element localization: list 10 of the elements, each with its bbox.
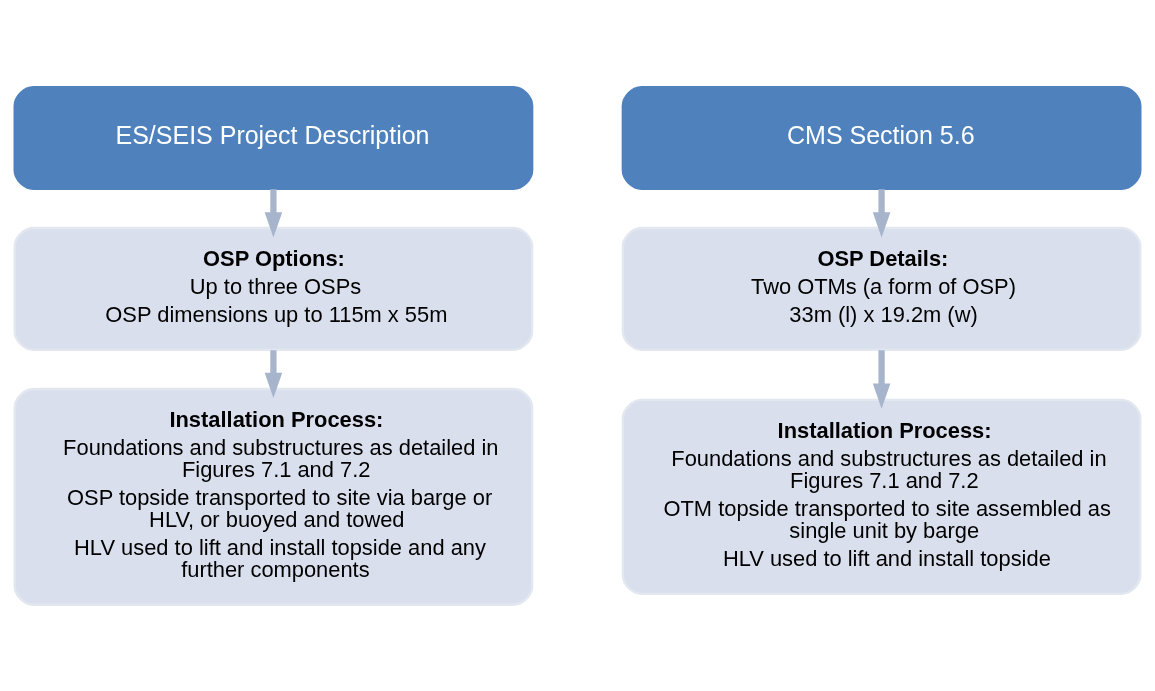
node-box: OSP Options: Up to three OSPs OSP dimensions up to 115m x 55m bbox=[13, 226, 534, 351]
node-box: CMS Section 5.6 bbox=[621, 85, 1142, 190]
node-box: OSP Details: Two OTMs (a form of OSP) 33m (l) x 19.2m (w) bbox=[621, 226, 1142, 351]
arrow bbox=[872, 188, 891, 237]
arrow bbox=[264, 188, 283, 237]
node-box: ES/SEIS Project Description bbox=[13, 85, 534, 190]
node-box: Installation Process: Foundations and substructures as detailed in Figures 7.1 and 7.2 OSP topside transported to site via barge or HLV, or buoyed and towed HLV used to lift and install topside and any further components bbox=[13, 387, 534, 606]
arrow bbox=[264, 349, 283, 398]
node-box: Installation Process: Foundations and substructures as detailed in Figures 7.1 and 7.2 OTM topside transported to site assembled as single unit by barge HLV used to lift and install topside bbox=[621, 398, 1142, 595]
arrow bbox=[872, 349, 891, 409]
